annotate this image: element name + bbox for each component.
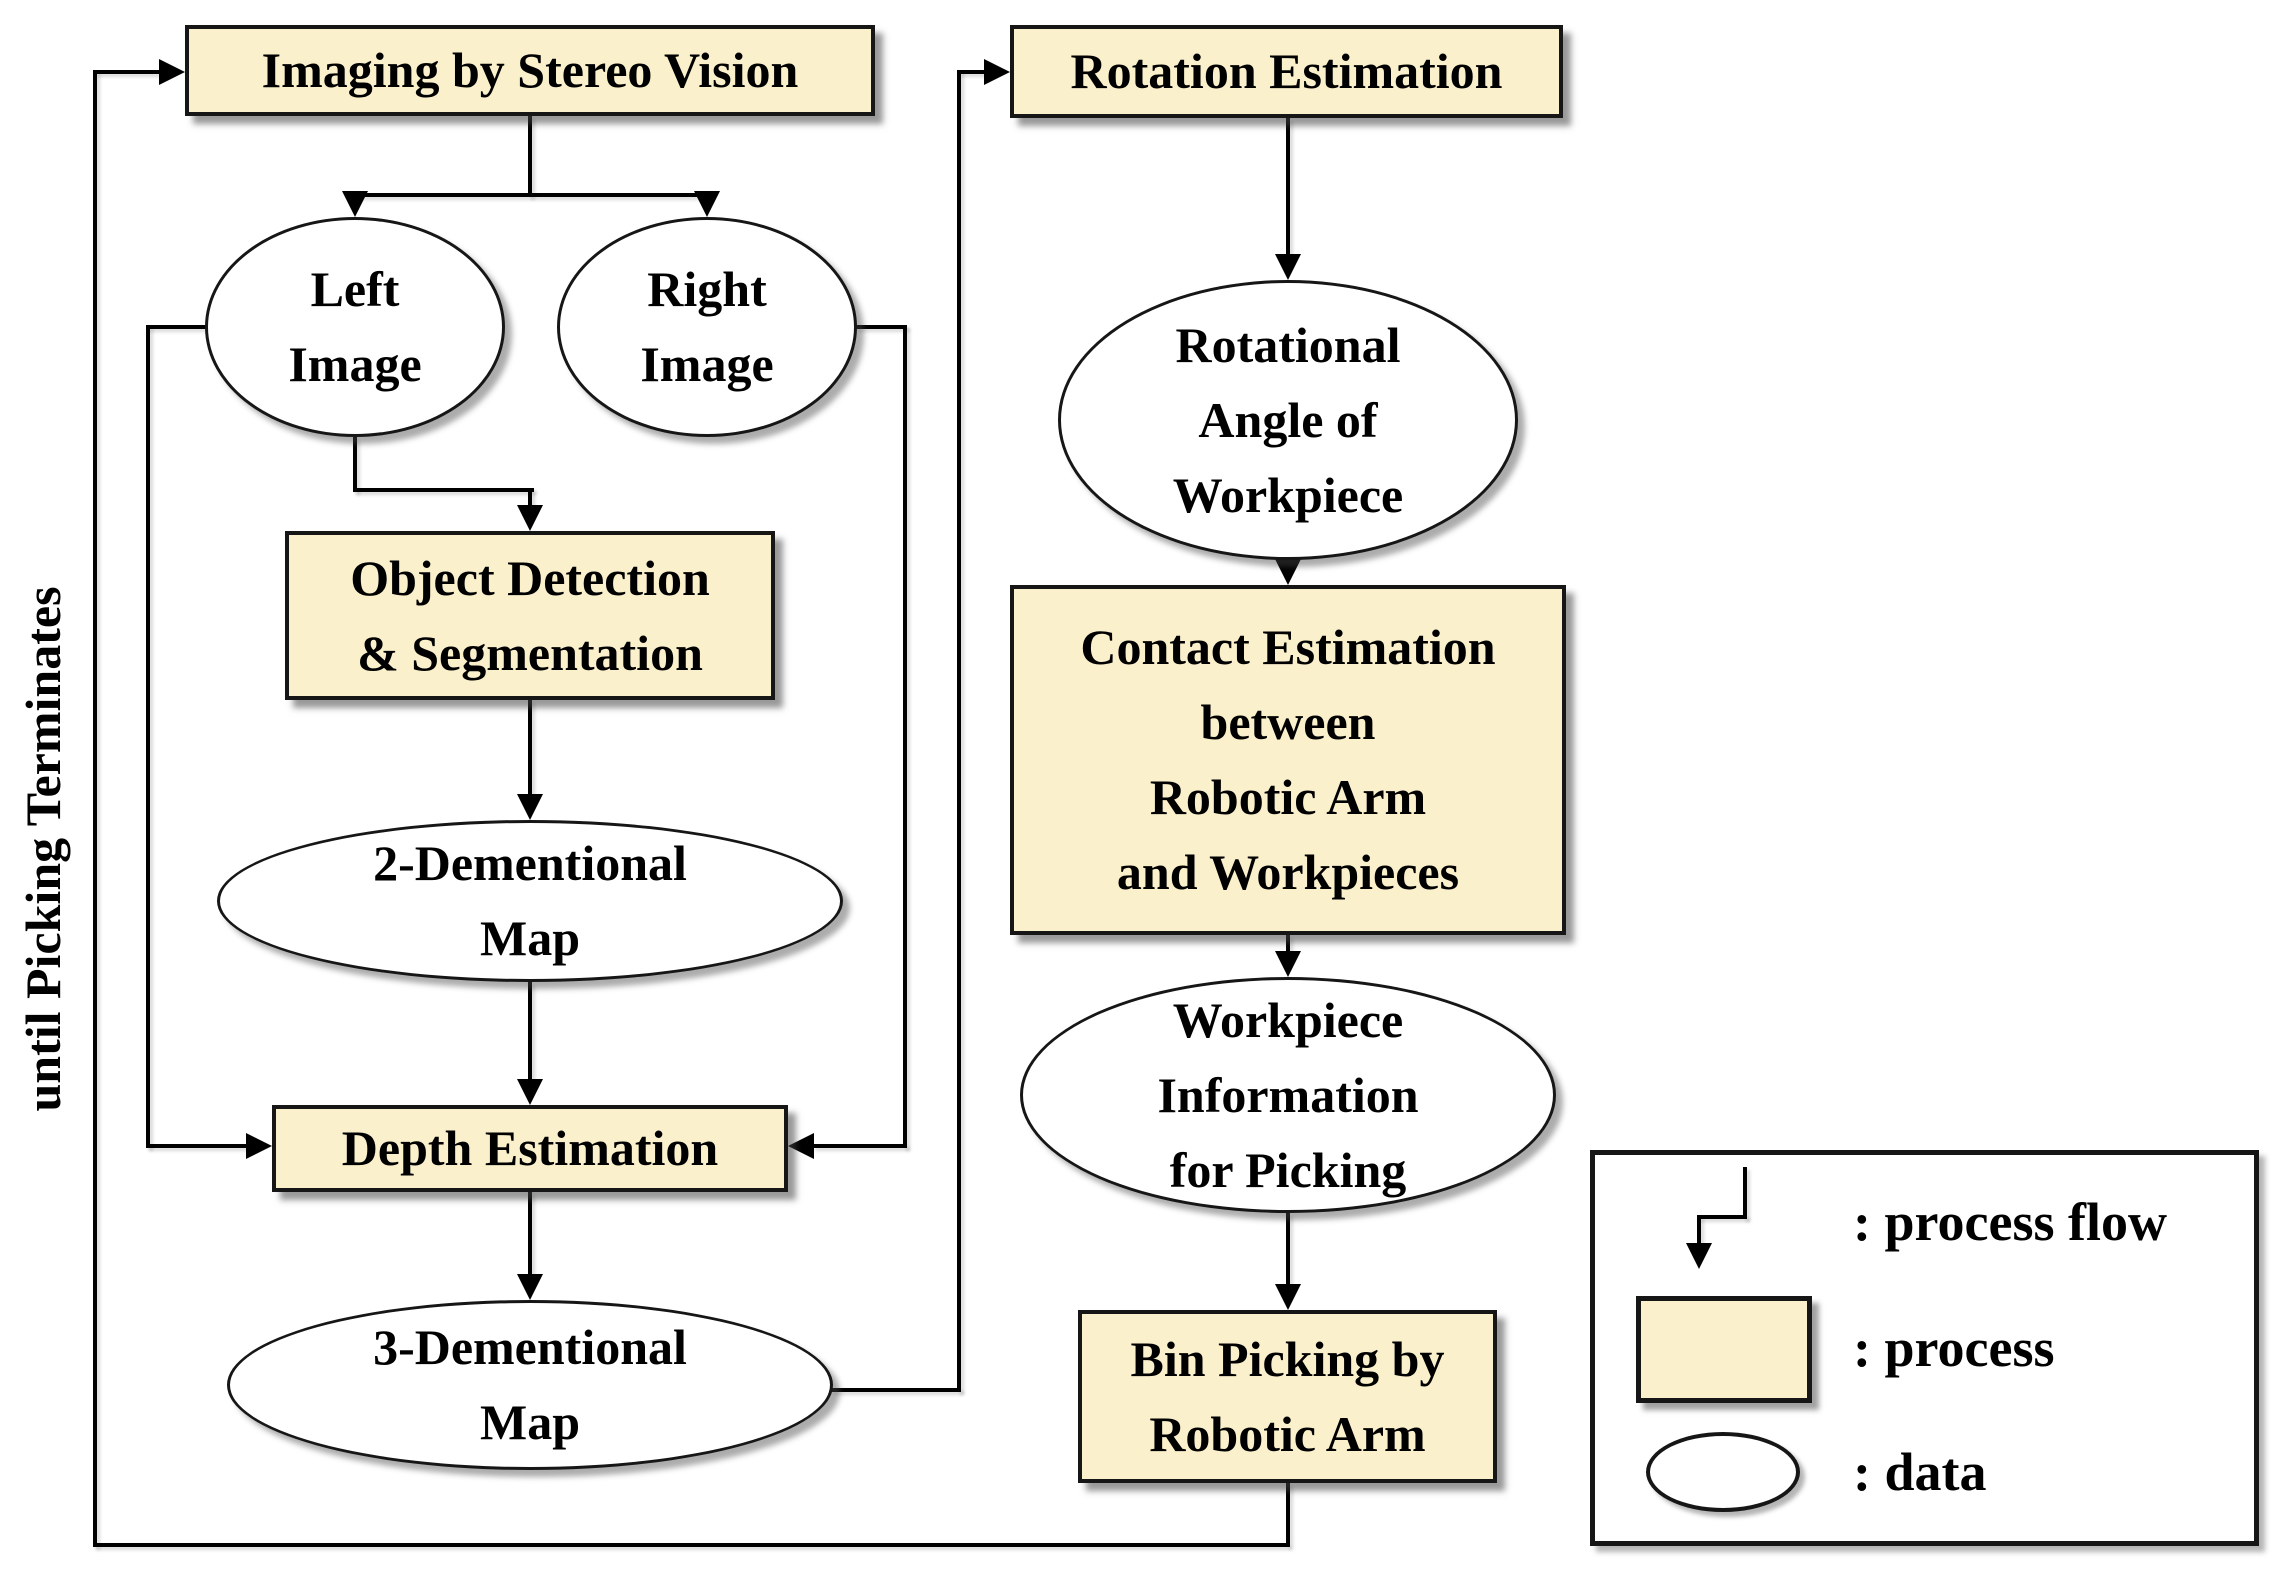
arrow-down-icon (517, 794, 543, 820)
arrow-down-icon (694, 191, 720, 217)
legend-process-flow-arrow-icon (1697, 1215, 1747, 1219)
legend-process-swatch (1636, 1296, 1812, 1403)
loop-side-label: until Picking Terminates (15, 586, 71, 1112)
flow-line (93, 70, 97, 1547)
flow-line (528, 982, 532, 1081)
arrow-right-icon (246, 1133, 272, 1159)
arrow-left-icon (788, 1133, 814, 1159)
node-2-dimensional-map: 2-Dementional Map (217, 820, 843, 982)
node-contact-estimation: Contact Estimation between Robotic Arm a… (1010, 585, 1566, 935)
node-left-image: Left Image (205, 217, 505, 437)
flow-line (855, 325, 907, 329)
arrow-down-icon (517, 505, 543, 531)
flow-line (957, 70, 986, 74)
flow-line (903, 325, 907, 1148)
arrow-down-icon (517, 1079, 543, 1105)
arrow-down-icon (1275, 951, 1301, 977)
flow-line (528, 116, 532, 197)
node-imaging-by-stereo-vision: Imaging by Stereo Vision (185, 25, 875, 116)
flow-line (957, 70, 961, 1392)
flow-line (528, 488, 532, 508)
legend-data-swatch (1646, 1432, 1800, 1512)
arrow-down-icon (342, 191, 368, 217)
flow-line (353, 193, 709, 197)
flow-line (353, 488, 534, 492)
legend-process-flow-arrow-icon (1697, 1215, 1701, 1249)
flow-line (528, 700, 532, 796)
flow-line (528, 1192, 532, 1276)
flow-line (146, 325, 207, 329)
flow-line (353, 437, 357, 492)
node-object-detection-segmentation: Object Detection & Segmentation (285, 531, 775, 700)
legend-process-flow-arrow-icon (1743, 1167, 1747, 1219)
node-bin-picking-by-robotic-arm: Bin Picking by Robotic Arm (1078, 1310, 1497, 1483)
flow-line (831, 1388, 961, 1392)
arrow-down-icon (1275, 559, 1301, 585)
arrow-right-icon (159, 59, 185, 85)
legend-label-process-flow: : process flow (1853, 1192, 2167, 1252)
legend-arrow-down-icon (1686, 1243, 1712, 1269)
flow-line (93, 70, 161, 74)
node-right-image: Right Image (557, 217, 857, 437)
flow-line (93, 1543, 1288, 1547)
node-rotational-angle-of-workpiece: Rotational Angle of Workpiece (1058, 280, 1518, 560)
flow-line (146, 325, 150, 1148)
flow-line (812, 1144, 907, 1148)
flow-line (1286, 935, 1290, 953)
node-depth-estimation: Depth Estimation (272, 1105, 788, 1192)
node-workpiece-information-for-picking: Workpiece Information for Picking (1020, 977, 1556, 1213)
flow-line (1286, 118, 1290, 256)
arrow-down-icon (517, 1274, 543, 1300)
legend-label-process: : process (1853, 1318, 2055, 1378)
arrow-right-icon (984, 59, 1010, 85)
node-rotation-estimation: Rotation Estimation (1010, 25, 1563, 118)
flow-line (146, 1144, 248, 1148)
arrow-down-icon (1275, 254, 1301, 280)
arrow-down-icon (1275, 1284, 1301, 1310)
node-3-dimensional-map: 3-Dementional Map (227, 1300, 833, 1470)
flow-line (1286, 1213, 1290, 1286)
flow-line (1286, 1483, 1290, 1547)
legend-label-data: : data (1853, 1442, 1987, 1502)
